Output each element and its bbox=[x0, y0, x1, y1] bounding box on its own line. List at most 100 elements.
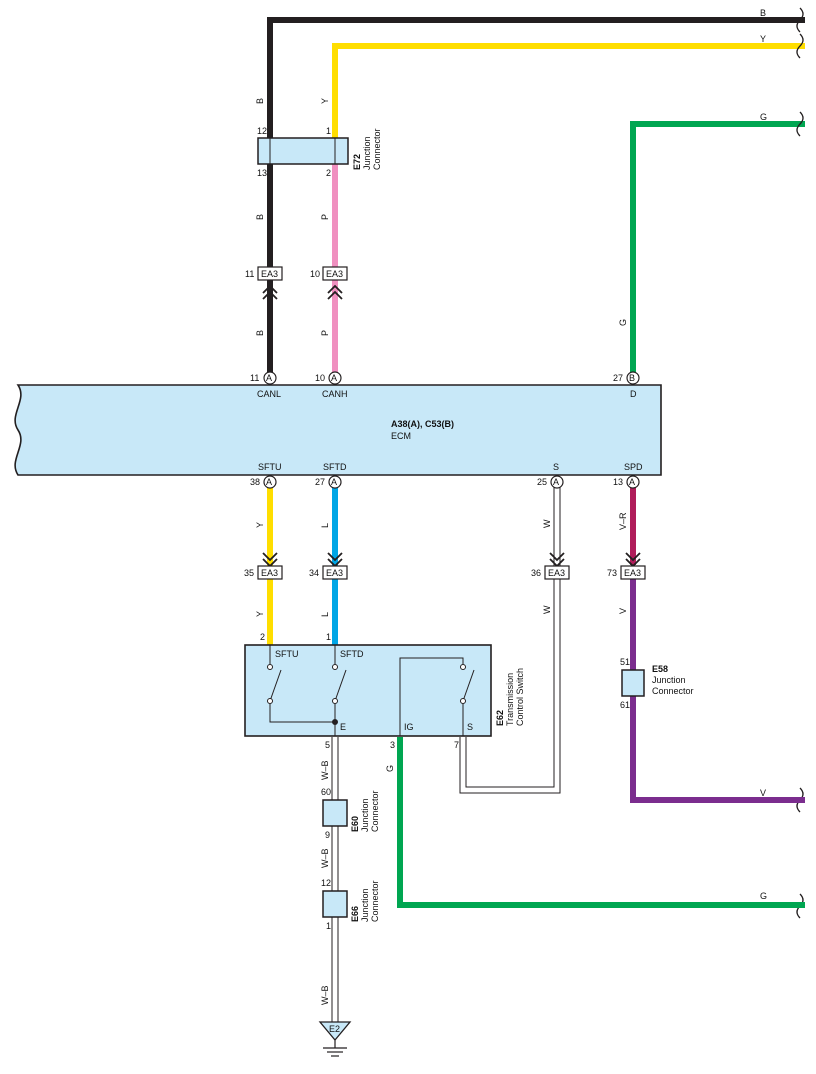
e66-name1: Junction bbox=[360, 888, 370, 922]
wire-label-g-1: G bbox=[618, 319, 628, 326]
ecm-pin-canl-conn: A bbox=[266, 373, 272, 383]
e60-pin-bot: 9 bbox=[325, 830, 330, 840]
e72-pin-y-top: 1 bbox=[326, 126, 331, 136]
e72-pin-b-bot: 13 bbox=[257, 168, 267, 178]
e62-terminal-sftd: SFTD bbox=[340, 649, 364, 659]
e72-name1: Junction bbox=[362, 136, 372, 170]
e66-name2: Connector bbox=[370, 880, 380, 922]
e62-terminal-e: E bbox=[340, 722, 346, 732]
ea3-connector-34: EA3 bbox=[322, 552, 348, 580]
wire-label-l-1: L bbox=[320, 523, 330, 528]
e58-name1: Junction bbox=[652, 675, 686, 685]
ecm-pin-spd-num: 13 bbox=[613, 477, 623, 487]
wire-label-w-2: W bbox=[542, 605, 552, 614]
ecm-pin-canh-num: 10 bbox=[315, 373, 325, 383]
svg-text:EA3: EA3 bbox=[624, 568, 641, 578]
svg-text:EA3: EA3 bbox=[261, 269, 278, 279]
ecm-terminal-canh: CANH bbox=[322, 389, 348, 399]
ecm-terminal-s: S bbox=[553, 462, 559, 472]
ecm-title: A38(A), C53(B) bbox=[391, 419, 454, 429]
e62-pin-2: 2 bbox=[260, 632, 265, 642]
e72-code: E72 bbox=[352, 154, 362, 170]
e60-connector-box bbox=[322, 799, 348, 827]
e66-pin-bot: 1 bbox=[326, 921, 331, 931]
ecm-box bbox=[14, 384, 662, 476]
wire-label-vr: V–R bbox=[618, 512, 628, 530]
wire-label-y-right: Y bbox=[760, 34, 766, 44]
e62-code: E62 bbox=[495, 710, 505, 726]
ea3-connector-10: EA3 bbox=[322, 266, 348, 300]
ecm-pin-sftd-conn: A bbox=[331, 477, 337, 487]
e58-pin-bot: 61 bbox=[620, 700, 630, 710]
wire-label-wb-2: W–B bbox=[320, 848, 330, 868]
wire-label-y-3: Y bbox=[255, 611, 265, 617]
ea3-pin-10: 10 bbox=[310, 269, 320, 279]
e58-name2: Connector bbox=[652, 686, 694, 696]
e62-terminal-sftu: SFTU bbox=[275, 649, 299, 659]
ecm-pin-d-num: 27 bbox=[613, 373, 623, 383]
wire-label-p-2: P bbox=[320, 330, 330, 336]
e62-name2: Control Switch bbox=[515, 668, 525, 726]
ecm-pin-spd-conn: A bbox=[629, 477, 635, 487]
ecm-name: ECM bbox=[391, 431, 411, 441]
wire-label-p-1: P bbox=[320, 214, 330, 220]
wire-label-g-right-top: G bbox=[760, 112, 767, 122]
e60-pin-top: 60 bbox=[321, 787, 331, 797]
wire-label-y-2: Y bbox=[255, 522, 265, 528]
wire-v-spd bbox=[630, 578, 805, 803]
wire-label-g-2: G bbox=[385, 765, 395, 772]
wire-label-w-1: W bbox=[542, 519, 552, 528]
e60-name2: Connector bbox=[370, 790, 380, 832]
e72-pin-b-top: 12 bbox=[257, 126, 267, 136]
ea3-pin-73: 73 bbox=[607, 568, 617, 578]
e58-code: E58 bbox=[652, 664, 668, 674]
ecm-pin-canh-conn: A bbox=[331, 373, 337, 383]
ecm-terminal-sftu: SFTU bbox=[258, 462, 282, 472]
ea3-pin-11: 11 bbox=[245, 269, 254, 279]
ecm-pin-sftu-num: 38 bbox=[250, 477, 260, 487]
wire-label-wb-1: W–B bbox=[320, 760, 330, 780]
ea3-connector-11: EA3 bbox=[257, 266, 283, 300]
e72-name2: Connector bbox=[372, 128, 382, 170]
ecm-pin-spd-circle bbox=[626, 475, 640, 489]
wire-b-top bbox=[267, 17, 805, 377]
wire-g-top bbox=[630, 121, 805, 377]
ecm-pin-canh-circle bbox=[328, 371, 342, 385]
e66-connector-box bbox=[322, 890, 348, 918]
e62-pin-1: 1 bbox=[326, 632, 331, 642]
ecm-terminal-canl: CANL bbox=[257, 389, 281, 399]
ecm-terminal-d: D bbox=[630, 389, 637, 399]
e62-pin-7: 7 bbox=[454, 740, 459, 750]
ecm-pin-sftd-num: 27 bbox=[315, 477, 325, 487]
svg-text:EA3: EA3 bbox=[548, 568, 565, 578]
ground-label: E2 bbox=[329, 1024, 340, 1034]
ecm-pin-d-circle bbox=[626, 371, 640, 385]
ecm-terminal-sftd: SFTD bbox=[323, 462, 347, 472]
ea3-connector-35: EA3 bbox=[257, 552, 283, 580]
wire-label-b-2: B bbox=[255, 214, 265, 220]
e58-connector-box bbox=[621, 669, 645, 697]
svg-text:EA3: EA3 bbox=[326, 269, 343, 279]
wire-label-v-right: V bbox=[760, 788, 766, 798]
e66-code: E66 bbox=[350, 906, 360, 922]
e60-name1: Junction bbox=[360, 798, 370, 832]
wire-break-marks bbox=[796, 7, 804, 919]
svg-text:EA3: EA3 bbox=[261, 568, 278, 578]
ecm-pin-s-num: 25 bbox=[537, 477, 547, 487]
e62-internal-circuit bbox=[267, 645, 475, 736]
wire-label-b-1: B bbox=[255, 98, 265, 104]
svg-text:EA3: EA3 bbox=[326, 568, 343, 578]
wire-label-l-2: L bbox=[320, 612, 330, 617]
wire-label-wb-3: W–B bbox=[320, 985, 330, 1005]
ea3-pin-35: 35 bbox=[244, 568, 254, 578]
ecm-pin-canl-circle bbox=[263, 371, 277, 385]
wire-label-y-1: Y bbox=[320, 98, 330, 104]
ecm-pin-sftu-conn: A bbox=[266, 477, 272, 487]
e62-pin-5: 5 bbox=[325, 740, 330, 750]
ecm-terminal-spd: SPD bbox=[624, 462, 643, 472]
e58-pin-top: 51 bbox=[620, 657, 630, 667]
e62-name1: Transmission bbox=[505, 673, 515, 726]
e66-pin-top: 12 bbox=[321, 878, 331, 888]
e62-switch-box bbox=[244, 644, 492, 737]
